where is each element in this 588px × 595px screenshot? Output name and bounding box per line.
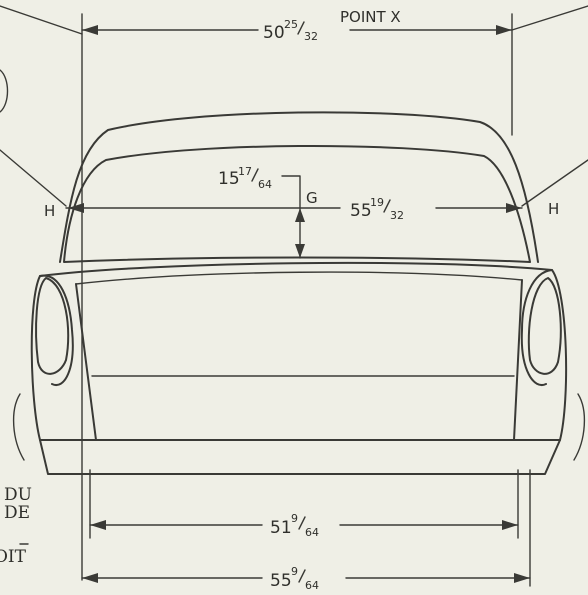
height-whole: 15 <box>218 169 240 189</box>
roof-outline <box>59 111 539 263</box>
right-tail-lamp <box>527 277 562 375</box>
top-dim-num: 25 <box>284 18 298 31</box>
h-left-label: H <box>44 202 55 220</box>
edge-text-oit: OIT <box>0 547 27 567</box>
lower-dim-arrow-left <box>90 520 106 530</box>
edge-text-du: DU <box>4 485 32 505</box>
top-dim-whole: 50 <box>263 23 285 43</box>
lower-dim-num: 9 <box>291 512 298 525</box>
height-leader <box>281 175 301 259</box>
height-den: 64 <box>258 178 272 191</box>
top-dim-arrow-right <box>496 25 512 35</box>
bottom-dim-den: 64 <box>305 579 319 592</box>
lower-dim-den: 64 <box>305 526 319 539</box>
height-arrow-up <box>295 208 305 222</box>
inner-width-whole: 55 <box>350 201 372 221</box>
trunk-top-edge <box>39 261 553 277</box>
inner-dim-arrow-right <box>506 203 522 213</box>
left-callout-arc <box>0 69 9 113</box>
left-top-leader <box>0 5 83 35</box>
lower-dim-slash <box>298 516 306 530</box>
left-leader-line <box>0 149 67 207</box>
right-fender-curve <box>573 393 586 461</box>
edge-text-de: DE <box>4 503 30 523</box>
left-fender-curve <box>12 393 25 461</box>
left-tail-fin <box>30 274 74 441</box>
right-top-leader <box>511 5 588 31</box>
inner-width-num: 19 <box>370 196 384 209</box>
trunk-top-edge-inner <box>75 271 523 285</box>
rear-bumper <box>39 439 561 475</box>
inner-width-den: 32 <box>390 209 404 222</box>
rear-window <box>63 144 531 263</box>
point-x-label: POINT X <box>340 8 401 26</box>
bottom-dim-num: 9 <box>291 565 298 578</box>
bottom-dim-whole: 55 <box>270 571 292 591</box>
lower-dim-arrow-right <box>502 520 518 530</box>
lower-dim-whole: 51 <box>270 518 292 538</box>
h-right-label: H <box>548 200 559 218</box>
right-tail-fin <box>520 269 568 441</box>
height-slash <box>251 168 259 182</box>
left-tail-lamp <box>35 277 70 375</box>
g-label: G <box>306 189 318 207</box>
height-arrow-down <box>295 244 305 258</box>
trunk-body <box>75 279 523 441</box>
bottom-dim-arrow-left <box>82 573 98 583</box>
top-dim-den: 32 <box>304 30 318 43</box>
bottom-dim-slash <box>298 569 306 583</box>
top-dim-slash <box>297 21 305 35</box>
top-dim-arrow-left <box>82 25 98 35</box>
inner-dim-arrow-left <box>68 203 84 213</box>
inner-width-slash <box>383 199 391 213</box>
height-num: 17 <box>238 165 252 178</box>
bottom-dim-arrow-right <box>514 573 530 583</box>
right-leader-line <box>521 159 588 207</box>
